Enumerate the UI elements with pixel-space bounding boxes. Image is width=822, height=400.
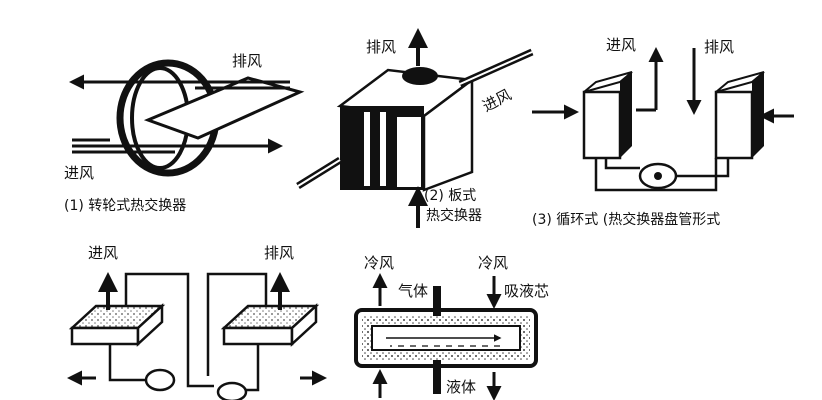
panel2-supply-label: 进风 <box>479 86 514 116</box>
liquid-label: 液体 <box>446 378 476 396</box>
panel1-exhaust-label: 排风 <box>232 52 262 70</box>
panel-runaround-coil: 进风 排风 (3) 循环式 (热交换器盘管形式 <box>532 36 794 228</box>
cold-air-label-right: 冷风 <box>478 254 508 272</box>
panel2-caption-line2: 热交换器 <box>426 207 482 224</box>
panel4-exhaust-label: 排风 <box>264 244 294 262</box>
panel-pump-loop: 进风 排风 <box>67 244 327 400</box>
panel2-exhaust-label: 排风 <box>366 38 396 56</box>
panel1-caption: (1) 转轮式热交换器 <box>64 197 186 214</box>
right-coil <box>714 90 754 160</box>
panel-rotary-wheel: 排风 进风 (1) 转轮式热交换器 <box>64 52 305 214</box>
panel1-supply-label: 进风 <box>64 164 94 182</box>
wick-label: 吸液芯 <box>504 282 549 300</box>
pump-left <box>144 368 176 392</box>
panel2-caption-line1: (2) 板式 <box>424 188 476 204</box>
pump-right <box>216 381 248 400</box>
panel-heat-pipe: 冷风 冷风 气体 吸液芯 液体 <box>354 254 549 400</box>
wheel-plate <box>143 76 305 140</box>
panel4-supply-label: 进风 <box>88 244 118 262</box>
left-coil <box>582 90 622 160</box>
panel3-supply-label: 进风 <box>606 36 636 54</box>
panel3-exhaust-label: 排风 <box>704 38 734 56</box>
cold-air-label-left: 冷风 <box>364 254 394 272</box>
panel-plate-exchanger: 排风 进风 (2) 板式 热交换器 <box>296 28 534 228</box>
right-tray <box>222 326 294 346</box>
panel3-caption: (3) 循环式 (热交换器盘管形式 <box>532 211 720 228</box>
gas-label: 气体 <box>398 282 428 300</box>
left-tray <box>70 326 140 346</box>
